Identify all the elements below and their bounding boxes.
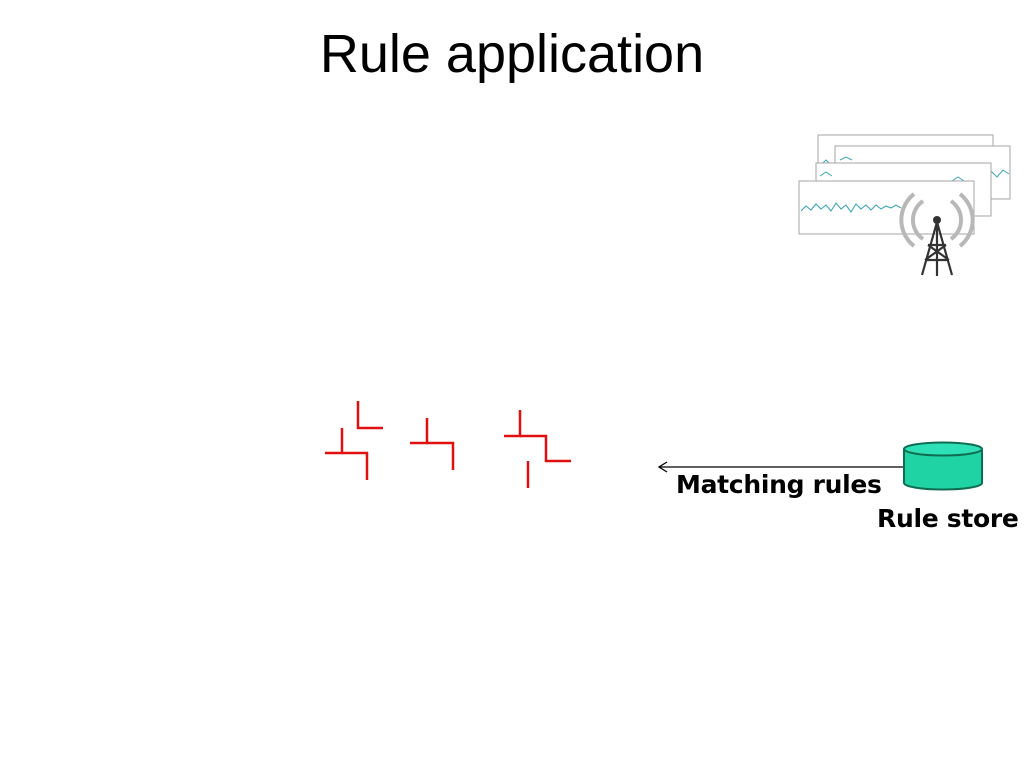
signal-panel-stack (798, 134, 1011, 235)
rule-store-label: Rule store (877, 504, 1019, 533)
rule-glyph-3 (504, 410, 571, 488)
signal-panel-front (798, 180, 975, 235)
radio-tower-icon (899, 192, 975, 276)
matching-rules-label: Matching rules (676, 470, 882, 499)
rule-glyph-2 (410, 418, 455, 470)
arrow-left-icon (657, 461, 905, 473)
database-cylinder-icon (903, 441, 983, 491)
rule-glyph-1 (325, 401, 383, 480)
slide-title: Rule application (319, 24, 705, 84)
signal-wave-line (800, 202, 902, 213)
